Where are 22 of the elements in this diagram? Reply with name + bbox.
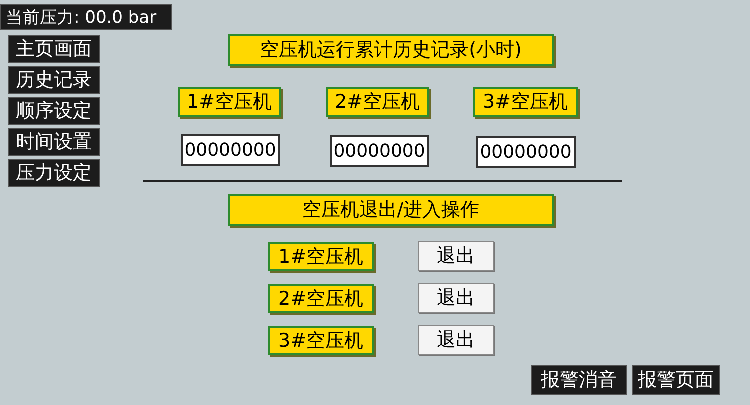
compressor-label: 1#空压机 — [268, 242, 374, 271]
compressor-label: 3#空压机 — [268, 326, 374, 355]
menu-button: 时间设置 — [8, 128, 100, 156]
compressor-label: 2#空压机 — [326, 87, 429, 117]
section-title: 空压机运行累计历史记录(小时) — [228, 34, 554, 66]
compressor-label: 1#空压机 — [178, 87, 281, 117]
compressor-label: 3#空压机 — [473, 87, 578, 117]
exit-button: 退出 — [418, 241, 494, 271]
section-title: 空压机退出/进入操作 — [228, 194, 554, 226]
compressor-label: 2#空压机 — [268, 284, 374, 313]
exit-button: 退出 — [418, 283, 494, 313]
counter-field: 00000000 — [476, 136, 576, 168]
menu-button: 历史记录 — [8, 66, 100, 94]
menu-button: 顺序设定 — [8, 97, 100, 125]
counter-field: 00000000 — [330, 135, 429, 167]
menu-button: 主页画面 — [8, 35, 100, 63]
menu-button: 报警页面 — [632, 365, 720, 395]
pressure-readout: 当前压力: 00.0 bar — [0, 4, 172, 30]
menu-button: 压力设定 — [8, 159, 100, 187]
counter-field: 00000000 — [181, 134, 280, 166]
menu-button: 报警消音 — [531, 365, 627, 395]
exit-button: 退出 — [418, 325, 494, 355]
